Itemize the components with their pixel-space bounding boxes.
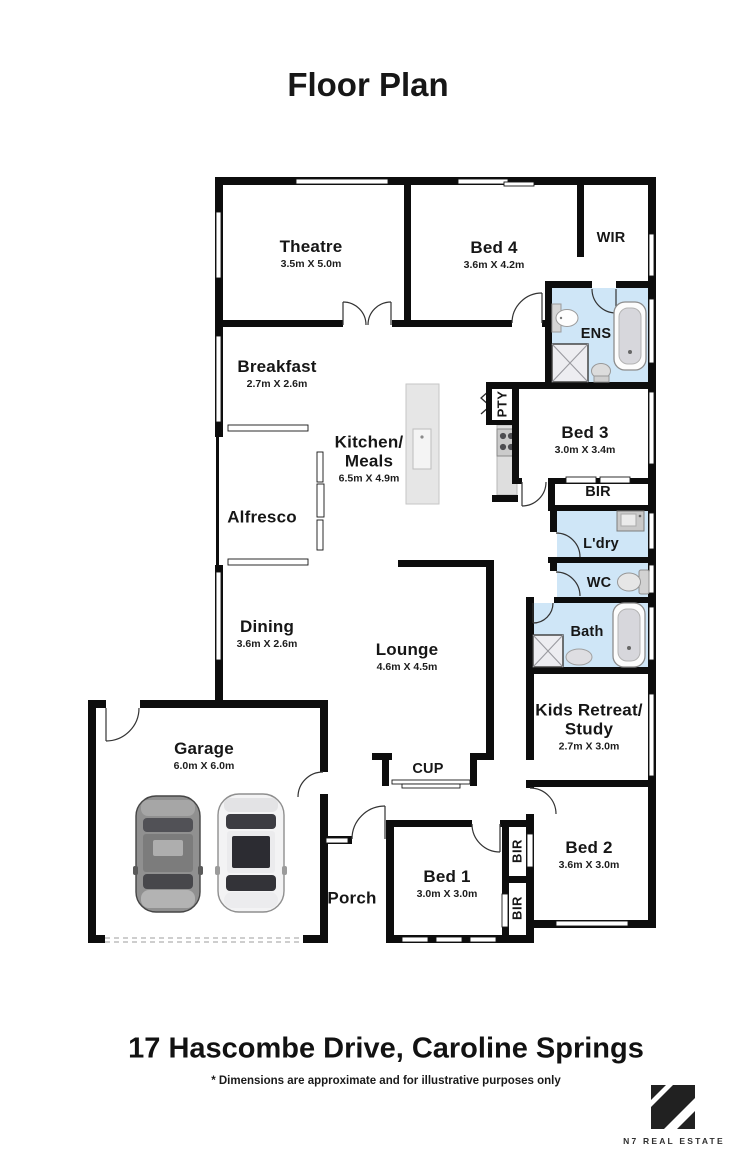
- room-label-bed1: Bed 1 3.0m X 3.0m: [417, 867, 478, 901]
- room-label-bir-1: BIR: [508, 839, 527, 863]
- room-dims: 3.0m X 3.4m: [554, 444, 616, 456]
- walls-layer: [88, 177, 656, 943]
- brand-logo: [651, 1085, 695, 1134]
- sliding-door-markers: [391, 476, 631, 928]
- ens-bathtub-icon: [613, 301, 647, 371]
- room-label-lounge: Lounge 4.6m X 4.5m: [376, 640, 439, 674]
- room-label-bir-bed3: BIR: [585, 484, 611, 500]
- car-light-icon: [215, 793, 287, 913]
- room-name: WC: [586, 575, 612, 591]
- room-name: Alfresco: [227, 507, 297, 527]
- room-label-kitchen-meals: Kitchen/ Meals 6.5m X 4.9m: [335, 433, 404, 486]
- room-label-laundry: L'dry: [583, 536, 619, 552]
- room-name: Bed 3: [561, 423, 609, 442]
- room-name: WIR: [596, 230, 626, 246]
- room-name: CUP: [412, 761, 444, 777]
- room-name: Lounge: [375, 640, 439, 659]
- ens-vanity-icon: [551, 303, 579, 333]
- room-label-kids-retreat: Kids Retreat/ Study 2.7m X 3.0m: [535, 701, 642, 754]
- room-name: Bed 1: [423, 867, 471, 886]
- ens-shower-icon: [551, 343, 589, 383]
- room-name: Kitchen/ Meals: [334, 432, 404, 471]
- room-label-pantry: PTY: [493, 391, 512, 418]
- window-markers: [215, 178, 655, 943]
- room-label-bed3: Bed 3 3.0m X 3.4m: [555, 423, 616, 457]
- room-name: Bed 2: [565, 838, 613, 857]
- room-dims: 6.0m X 6.0m: [173, 760, 235, 772]
- room-name: Bath: [570, 624, 604, 640]
- room-name: L'dry: [583, 536, 619, 552]
- room-label-dining: Dining 3.6m X 2.6m: [237, 617, 298, 651]
- room-name: BIR: [509, 839, 525, 863]
- n7-logo-icon: [651, 1085, 695, 1129]
- bath-sink-icon: [565, 648, 593, 666]
- room-dims: 4.6m X 4.5m: [376, 661, 438, 673]
- room-dims: 3.6m X 4.2m: [463, 259, 525, 271]
- room-label-cupboard: CUP: [412, 761, 443, 777]
- room-dims: 6.5m X 4.9m: [338, 472, 400, 485]
- room-name: Garage: [174, 739, 234, 758]
- room-name: Porch: [327, 888, 377, 908]
- kitchen-island: [405, 383, 440, 505]
- door-swings: [105, 288, 617, 853]
- room-label-porch: Porch: [327, 889, 376, 908]
- wc-toilet-icon: [617, 569, 650, 595]
- room-name: Kids Retreat/ Study: [535, 700, 643, 739]
- room-name: PTY: [494, 390, 510, 418]
- room-label-bed2: Bed 2 3.6m X 3.0m: [559, 838, 620, 872]
- room-label-bir-2: BIR: [508, 896, 527, 920]
- pantry-shelves-icon: [480, 389, 491, 415]
- room-name: BIR: [509, 896, 525, 920]
- address: 17 Hascombe Drive, Caroline Springs: [128, 1032, 644, 1065]
- laundry-sink-icon: [616, 510, 645, 532]
- car-dark-icon: [133, 795, 203, 913]
- room-label-breakfast: Breakfast 2.7m X 2.6m: [237, 357, 316, 391]
- room-dims: 2.7m X 3.0m: [558, 740, 620, 753]
- room-label-garage: Garage 6.0m X 6.0m: [174, 739, 235, 773]
- room-label-alfresco: Alfresco: [227, 508, 297, 527]
- room-dims: 2.7m X 2.6m: [246, 378, 308, 390]
- room-label-bath: Bath: [570, 624, 603, 640]
- room-label-theatre: Theatre 3.5m X 5.0m: [280, 237, 343, 271]
- room-label-wc: WC: [587, 575, 612, 591]
- room-dims: 3.5m X 5.0m: [280, 258, 342, 270]
- room-name: Dining: [239, 617, 295, 636]
- bath-bathtub-icon: [612, 602, 646, 668]
- room-label-ens: ENS: [581, 326, 611, 342]
- page-title: Floor Plan: [287, 66, 449, 103]
- room-label-bed4: Bed 4 3.6m X 4.2m: [464, 238, 525, 272]
- ens-toilet-icon: [591, 363, 611, 383]
- bath-shower-icon: [532, 634, 564, 668]
- brand-name: N7 REAL ESTATE: [623, 1136, 725, 1146]
- room-name: BIR: [585, 484, 611, 500]
- room-name: Breakfast: [237, 357, 317, 376]
- room-dims: 3.6m X 2.6m: [236, 638, 298, 650]
- room-name: Bed 4: [470, 238, 518, 257]
- room-name: ENS: [580, 326, 612, 342]
- room-name: Theatre: [279, 237, 343, 256]
- room-label-wir: WIR: [597, 230, 626, 246]
- room-dims: 3.6m X 3.0m: [558, 859, 620, 871]
- room-dims: 3.0m X 3.0m: [416, 888, 478, 900]
- disclaimer: * Dimensions are approximate and for ill…: [211, 1075, 561, 1087]
- garage-door-dashed: [105, 937, 301, 943]
